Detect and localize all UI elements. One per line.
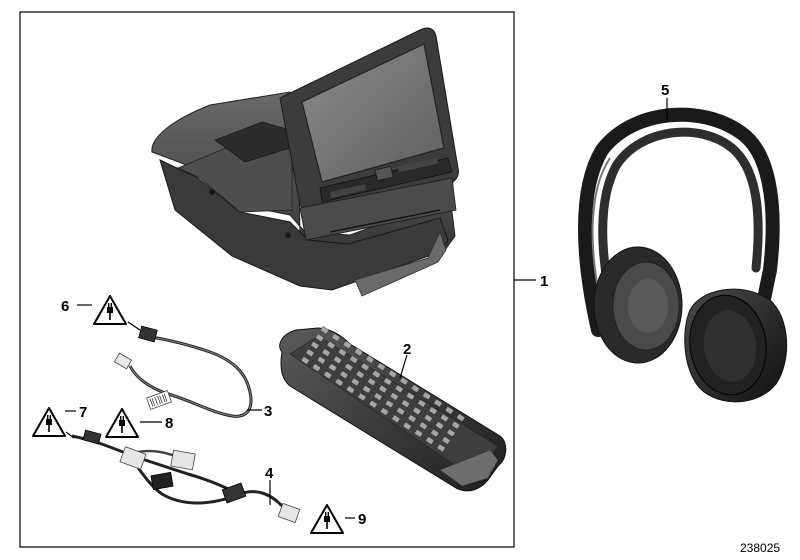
remote-key — [305, 349, 315, 357]
remote-key — [331, 333, 341, 342]
remote-key — [326, 341, 336, 349]
remote-key — [338, 348, 347, 357]
remote-key — [383, 377, 392, 386]
remote-key — [378, 385, 388, 393]
remote-key — [354, 348, 363, 356]
wireless-headphones — [578, 107, 788, 403]
remote-key — [446, 428, 456, 437]
remote-key — [310, 341, 320, 350]
remote-key — [380, 407, 389, 416]
remote-key — [391, 414, 401, 423]
remote-key — [346, 385, 355, 394]
remote-key — [424, 414, 433, 423]
remote-key — [433, 399, 443, 407]
remote-key — [360, 363, 370, 371]
remote-key — [417, 399, 426, 408]
remote-key — [328, 363, 337, 372]
remote-key — [441, 436, 451, 445]
remote-key — [422, 391, 431, 400]
remote-key — [351, 378, 360, 386]
remote-key — [428, 406, 438, 415]
remote-key — [349, 355, 358, 364]
remote-key — [335, 378, 344, 387]
remote-key — [315, 333, 324, 342]
remote-key — [390, 392, 399, 401]
remote-key — [320, 326, 329, 335]
document-number: 238025 — [740, 541, 780, 555]
remote-key — [406, 392, 415, 400]
remote-key — [411, 384, 420, 393]
callout-4: 4 — [265, 465, 274, 482]
remote-control — [279, 326, 507, 492]
callout-3: 3 — [264, 403, 272, 420]
remote-key — [369, 400, 378, 409]
remote-key — [343, 340, 352, 349]
cable-part-3 — [113, 325, 253, 418]
remote-key — [301, 356, 310, 365]
remote-key — [372, 370, 381, 379]
remote-key — [317, 356, 326, 365]
remote-key — [362, 385, 371, 394]
remote-key — [399, 377, 409, 386]
remote-key — [396, 407, 405, 416]
remote-key — [312, 363, 321, 372]
remote-key — [388, 370, 397, 378]
plug-warning-icon-8 — [105, 408, 139, 438]
remote-key — [451, 421, 460, 430]
plug-warning-icon-7 — [32, 407, 66, 437]
callout-8: 8 — [165, 415, 173, 432]
remote-key — [407, 414, 417, 423]
callout-6: 6 — [61, 298, 69, 315]
remote-key — [367, 377, 376, 386]
wiring-harness-part-4 — [71, 429, 301, 524]
leader-lines — [65, 98, 668, 519]
remote-key — [456, 413, 465, 422]
monitor-dock-unit — [151, 27, 459, 297]
remote-key — [437, 444, 446, 452]
remote-key — [365, 355, 375, 364]
callout-5: 5 — [661, 82, 669, 99]
remote-key — [344, 363, 354, 372]
remote-key — [425, 436, 435, 445]
monitor-screen — [301, 43, 445, 183]
plug-warning-icon-6 — [93, 295, 127, 325]
remote-key — [373, 392, 383, 401]
remote-key — [419, 421, 428, 430]
remote-key — [377, 362, 386, 371]
remote-key — [357, 393, 367, 401]
remote-key — [323, 371, 332, 379]
plug-warning-icon-9 — [310, 504, 344, 534]
remote-key — [356, 370, 365, 379]
callout-7: 7 — [79, 404, 87, 421]
remote-key — [339, 370, 349, 379]
remote-key — [403, 422, 412, 430]
remote-key — [333, 356, 342, 364]
remote-key — [412, 407, 422, 415]
remote-key — [430, 429, 439, 437]
remote-key — [414, 429, 423, 438]
remote-key — [401, 399, 410, 408]
remote-key — [322, 348, 331, 357]
remote-key — [440, 414, 449, 422]
remote-key — [394, 384, 404, 393]
remote-key — [435, 421, 444, 430]
callout-1: 1 — [540, 273, 548, 290]
callout-9: 9 — [358, 511, 366, 528]
callout-2: 2 — [403, 341, 411, 358]
remote-key — [445, 406, 454, 415]
remote-key — [385, 400, 394, 408]
